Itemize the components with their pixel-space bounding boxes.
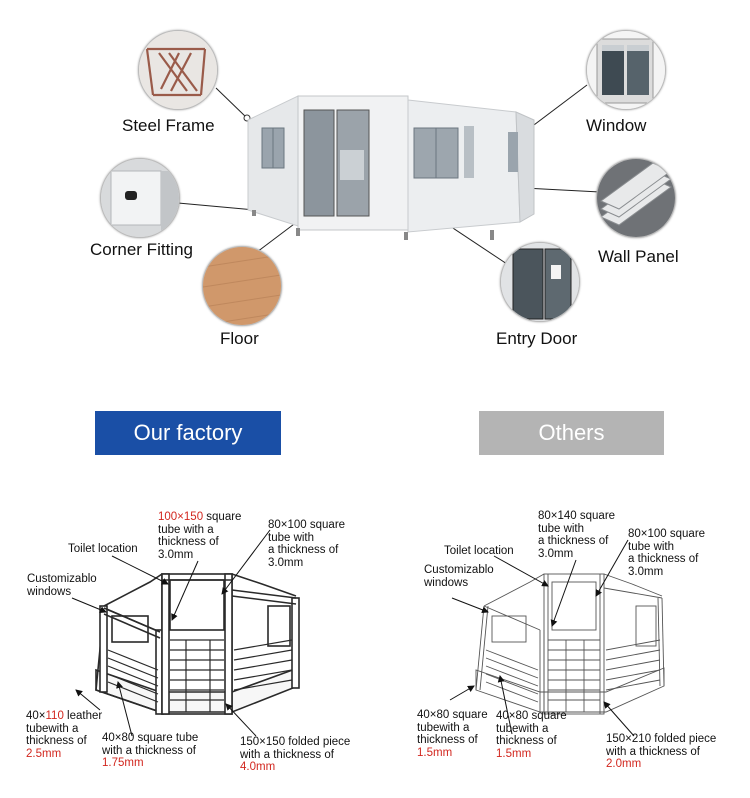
others-mid-tube-l3: thickness of <box>496 735 557 747</box>
ours-square-tube-label: 40×80 square tube with a thickness of 1.… <box>102 732 198 770</box>
ours-side-tube-l4: 3.0mm <box>268 556 304 569</box>
others-side-tube-l2: tube with <box>628 540 675 553</box>
window-thumbnail <box>586 30 666 110</box>
others-folded-l2: with a thickness of <box>606 745 700 758</box>
corner-fitting-thumbnail <box>100 158 180 238</box>
ours-folded-l2: with a thickness of <box>240 748 334 761</box>
window-icon <box>587 31 665 109</box>
wall-panel-thumbnail <box>596 158 676 238</box>
others-folded-value: 2.0mm <box>606 758 642 770</box>
others-left-tube-l2: tubewith a <box>417 721 470 734</box>
others-toilet-label: Toilet location <box>444 545 514 557</box>
ours-side-tube-l2: tube with <box>268 531 315 544</box>
others-mid-tube-l1: 40×80 square <box>496 710 567 722</box>
floor-thumbnail <box>202 246 282 326</box>
ours-square-tube-value: 1.75mm <box>102 757 144 769</box>
others-top-tube-l3: a thickness of <box>538 535 609 547</box>
our-factory-frame <box>95 573 300 715</box>
others-side-tube-l1: 80×100 square <box>628 528 706 540</box>
others-folded-label: 150×210 folded piece with a thickness of… <box>606 733 716 771</box>
others-side-tube-label: 80×100 square tube with a thickness of 3… <box>628 528 705 578</box>
others-top-tube-l2: tube with <box>538 522 585 535</box>
ours-windows-line1: Customizablo <box>27 573 97 585</box>
wall-panel-label: Wall Panel <box>598 247 679 266</box>
others-top-tube-label: 80×140 square tube with a thickness of 3… <box>538 510 615 560</box>
entry-door-label: Entry Door <box>496 329 578 348</box>
ours-side-tube-l1: 80×100 square <box>268 519 346 531</box>
others-mid-tube-l2: tubewith a <box>496 722 549 735</box>
ours-folded-label: 150×150 folded piece with a thickness of… <box>240 736 350 774</box>
our-factory-header: Our factory <box>95 411 281 455</box>
ours-toilet-label: Toilet location <box>68 543 138 555</box>
ours-windows-line2: windows <box>27 585 72 598</box>
ours-leather-pre: 40× <box>26 710 46 722</box>
ours-top-tube-l3: thickness of <box>158 536 219 548</box>
corner-fitting-label: Corner Fitting <box>90 240 193 259</box>
ours-top-tube-size: 100×150 <box>158 511 204 523</box>
others-frame <box>475 573 665 715</box>
floor-label: Floor <box>220 329 259 348</box>
others-header: Others <box>479 411 664 455</box>
ours-leather-l2: tubewith a <box>26 722 79 735</box>
ours-leather-l3: thickness of <box>26 735 87 747</box>
others-windows-line2: windows <box>424 576 469 589</box>
steel-frame-thumbnail <box>138 30 218 110</box>
others-top-tube-l1: 80×140 square <box>538 510 616 522</box>
ours-square-tube-l1: 40×80 square tube <box>102 732 199 744</box>
steel-frame-label: Steel Frame <box>122 116 215 135</box>
others-folded-l1: 150×210 folded piece <box>606 733 717 745</box>
others-windows-line1: Customizablo <box>424 564 494 576</box>
others-mid-tube-value: 1.5mm <box>496 747 532 760</box>
ours-leather-red: 110 <box>45 710 64 722</box>
others-windows-label: Customizablo windows <box>424 564 494 589</box>
floor-icon <box>203 247 281 325</box>
wall-panel-icon <box>597 159 675 237</box>
others-side-tube-l3: a thickness of <box>628 553 699 565</box>
others-mid-tube-label: 40×80 square tubewith a thickness of 1.5… <box>496 710 567 760</box>
ours-top-tube-rest: square <box>203 511 242 523</box>
others-left-tube-l1: 40×80 square <box>417 709 488 721</box>
ours-side-tube-label: 80×100 square tube with a thickness of 3… <box>268 519 345 569</box>
entry-door-thumbnail <box>500 242 580 322</box>
corner-fitting-icon <box>101 159 179 237</box>
ours-leather-value: 2.5mm <box>26 747 62 760</box>
ours-top-tube-l2: tube with a <box>158 523 214 536</box>
ours-leather-post: leather <box>63 710 103 722</box>
others-top-tube-l4: 3.0mm <box>538 547 574 560</box>
ours-side-tube-l3: a thickness of <box>268 544 339 556</box>
steel-frame-icon <box>139 31 217 109</box>
entry-door-icon <box>501 243 579 321</box>
ours-folded-value: 4.0mm <box>240 761 276 773</box>
others-left-tube-label: 40×80 square tubewith a thickness of 1.5… <box>417 709 488 759</box>
ours-leather-label: 40×110 leather tubewith a thickness of 2… <box>26 710 102 760</box>
annotation-arrows <box>71 529 635 737</box>
ours-top-tube-l4: 3.0mm <box>158 548 194 561</box>
ours-top-tube-label: 100×150 square tube with a thickness of … <box>158 511 241 561</box>
ours-square-tube-l2: with a thickness of <box>102 744 196 757</box>
others-left-tube-l3: thickness of <box>417 734 478 746</box>
ours-folded-l1: 150×150 folded piece <box>240 736 351 748</box>
others-side-tube-l4: 3.0mm <box>628 565 664 578</box>
others-left-tube-value: 1.5mm <box>417 746 453 759</box>
window-label: Window <box>586 116 647 135</box>
ours-windows-label: Customizablo windows <box>27 573 97 598</box>
